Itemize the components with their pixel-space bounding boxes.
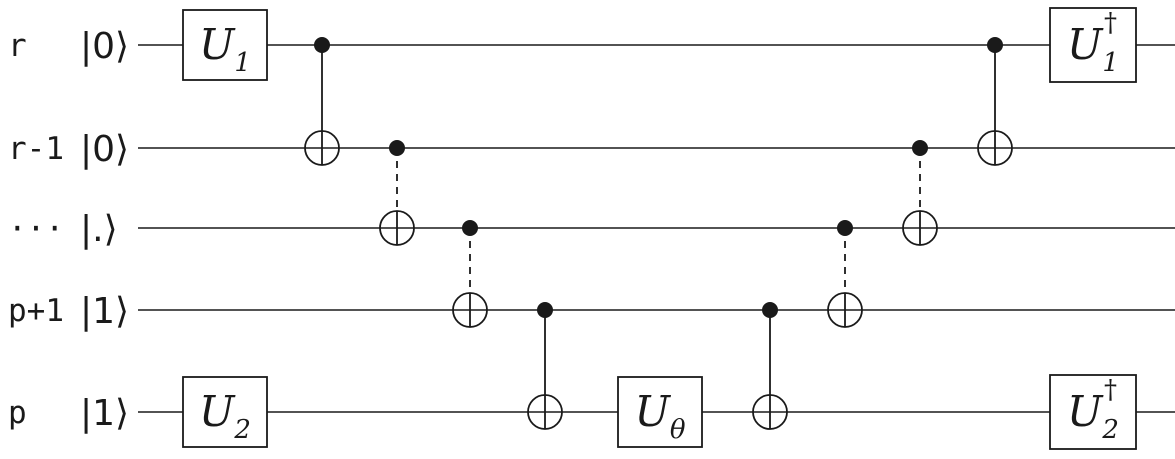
register-label-4: p [8, 395, 27, 431]
register-label-3: p+1 [8, 293, 64, 329]
gate-box-U2 [182, 376, 268, 448]
cnot-control-dot-1 [389, 140, 405, 156]
gate-label-U-theta: Uθ [634, 387, 685, 445]
gate-box-U1 [182, 9, 268, 81]
register-label-2: ··· [8, 211, 64, 247]
ket-label-4: |1⟩ [80, 393, 129, 434]
gate-label-U2-dagger: U2† [1067, 375, 1119, 445]
ket-label-2: |.⟩ [80, 209, 118, 250]
gate-box-U2-dagger [1049, 374, 1137, 450]
register-label-1: r-1 [8, 131, 64, 167]
gate-box-U-theta [617, 376, 703, 448]
gate-label-U2: U2 [199, 387, 251, 445]
ket-label-1: |0⟩ [80, 129, 129, 170]
gate-label-U1-dagger: U1† [1067, 8, 1119, 78]
cnot-control-dot-4 [762, 302, 778, 318]
cnot-control-dot-5 [837, 220, 853, 236]
cnot-control-dot-3 [537, 302, 553, 318]
cnot-control-dot-2 [462, 220, 478, 236]
gate-box-U1-dagger [1049, 7, 1137, 83]
ket-label-0: |0⟩ [80, 26, 129, 67]
register-label-0: r [8, 28, 27, 64]
cnot-control-dot-6 [912, 140, 928, 156]
gate-label-U1: U1 [199, 20, 251, 78]
cnot-control-dot-0 [314, 37, 330, 53]
ket-label-3: |1⟩ [80, 291, 129, 332]
cnot-control-dot-7 [987, 37, 1003, 53]
